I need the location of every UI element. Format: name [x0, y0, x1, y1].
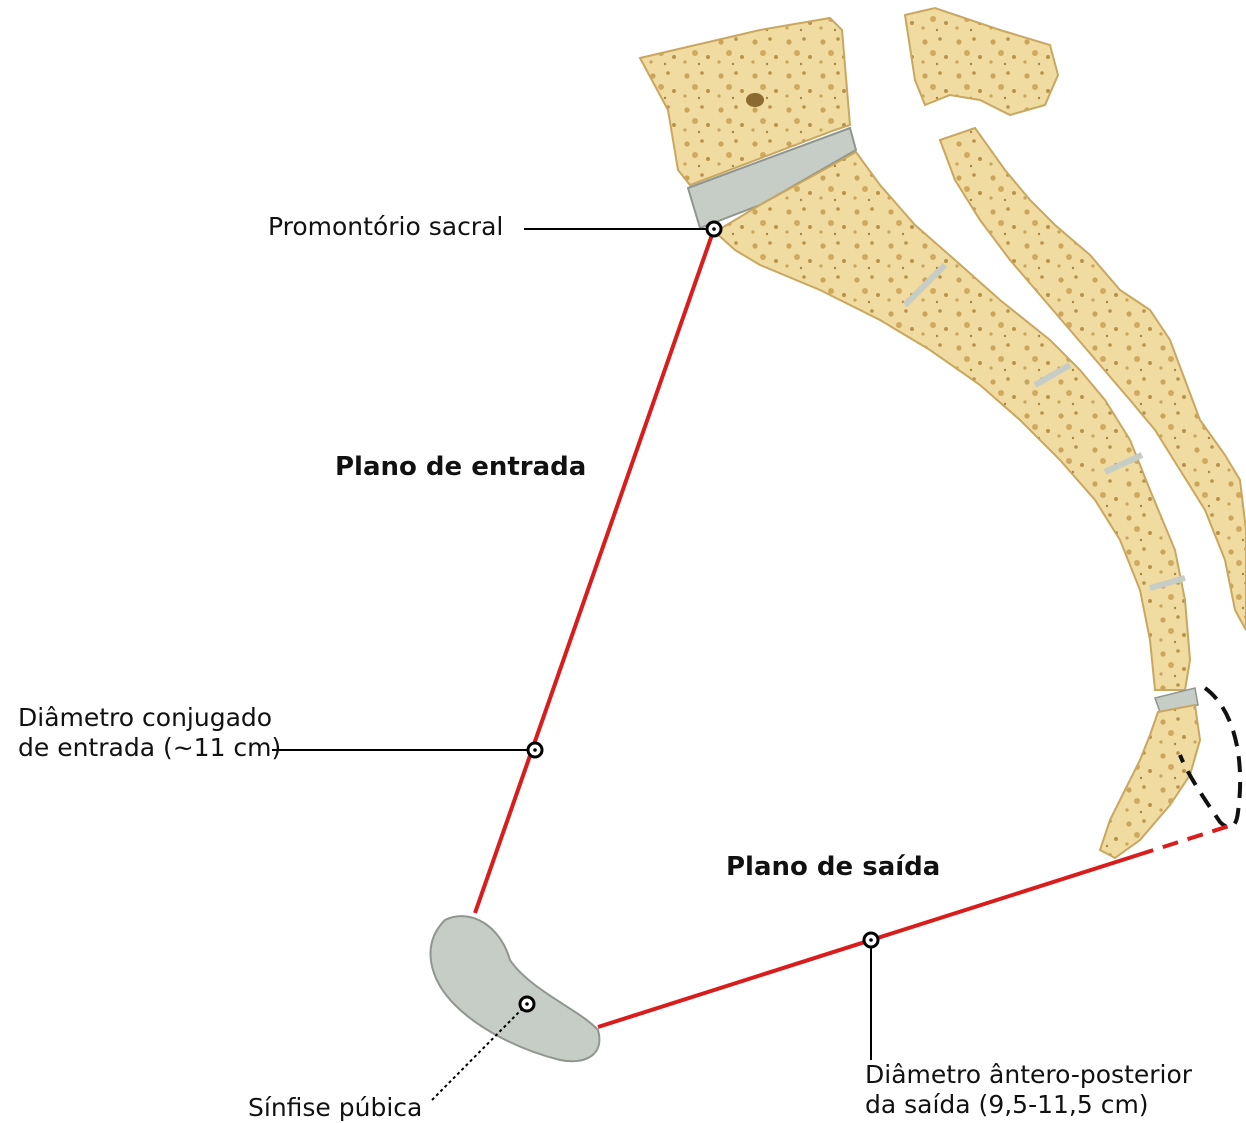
marker-diametro-ap — [864, 933, 878, 947]
label-diametro-ap-line-2: da saída (9,5-11,5 cm) — [865, 1090, 1192, 1120]
label-promontorio-sacral: Promontório sacral — [268, 212, 503, 242]
label-diametro-conjugado: Diâmetro conjugado de entrada (~11 cm) — [18, 703, 281, 763]
inlet-plane-line — [475, 229, 714, 913]
label-diametro-conjugado-line-2: de entrada (~11 cm) — [18, 733, 281, 763]
label-plano-de-entrada: Plano de entrada — [335, 452, 586, 482]
label-diametro-ap-line-1: Diâmetro ântero-posterior — [865, 1060, 1192, 1090]
marker-sinfise — [520, 997, 534, 1011]
label-sinfise-pubica: Sínfise púbica — [248, 1093, 422, 1123]
label-plano-de-saida: Plano de saída — [726, 852, 940, 882]
label-diametro-antero-posterior: Diâmetro ântero-posterior da saída (9,5-… — [865, 1060, 1192, 1120]
coccyx — [1100, 705, 1200, 858]
marker-diametro-conjugado — [528, 743, 542, 757]
sacral-crest-upper — [905, 8, 1058, 115]
sacrum — [715, 152, 1190, 690]
outlet-plane-dashed-extension — [1138, 825, 1232, 855]
marker-promontorio — [707, 222, 721, 236]
label-diametro-conjugado-line-1: Diâmetro conjugado — [18, 703, 281, 733]
pubic-symphysis — [431, 916, 600, 1061]
